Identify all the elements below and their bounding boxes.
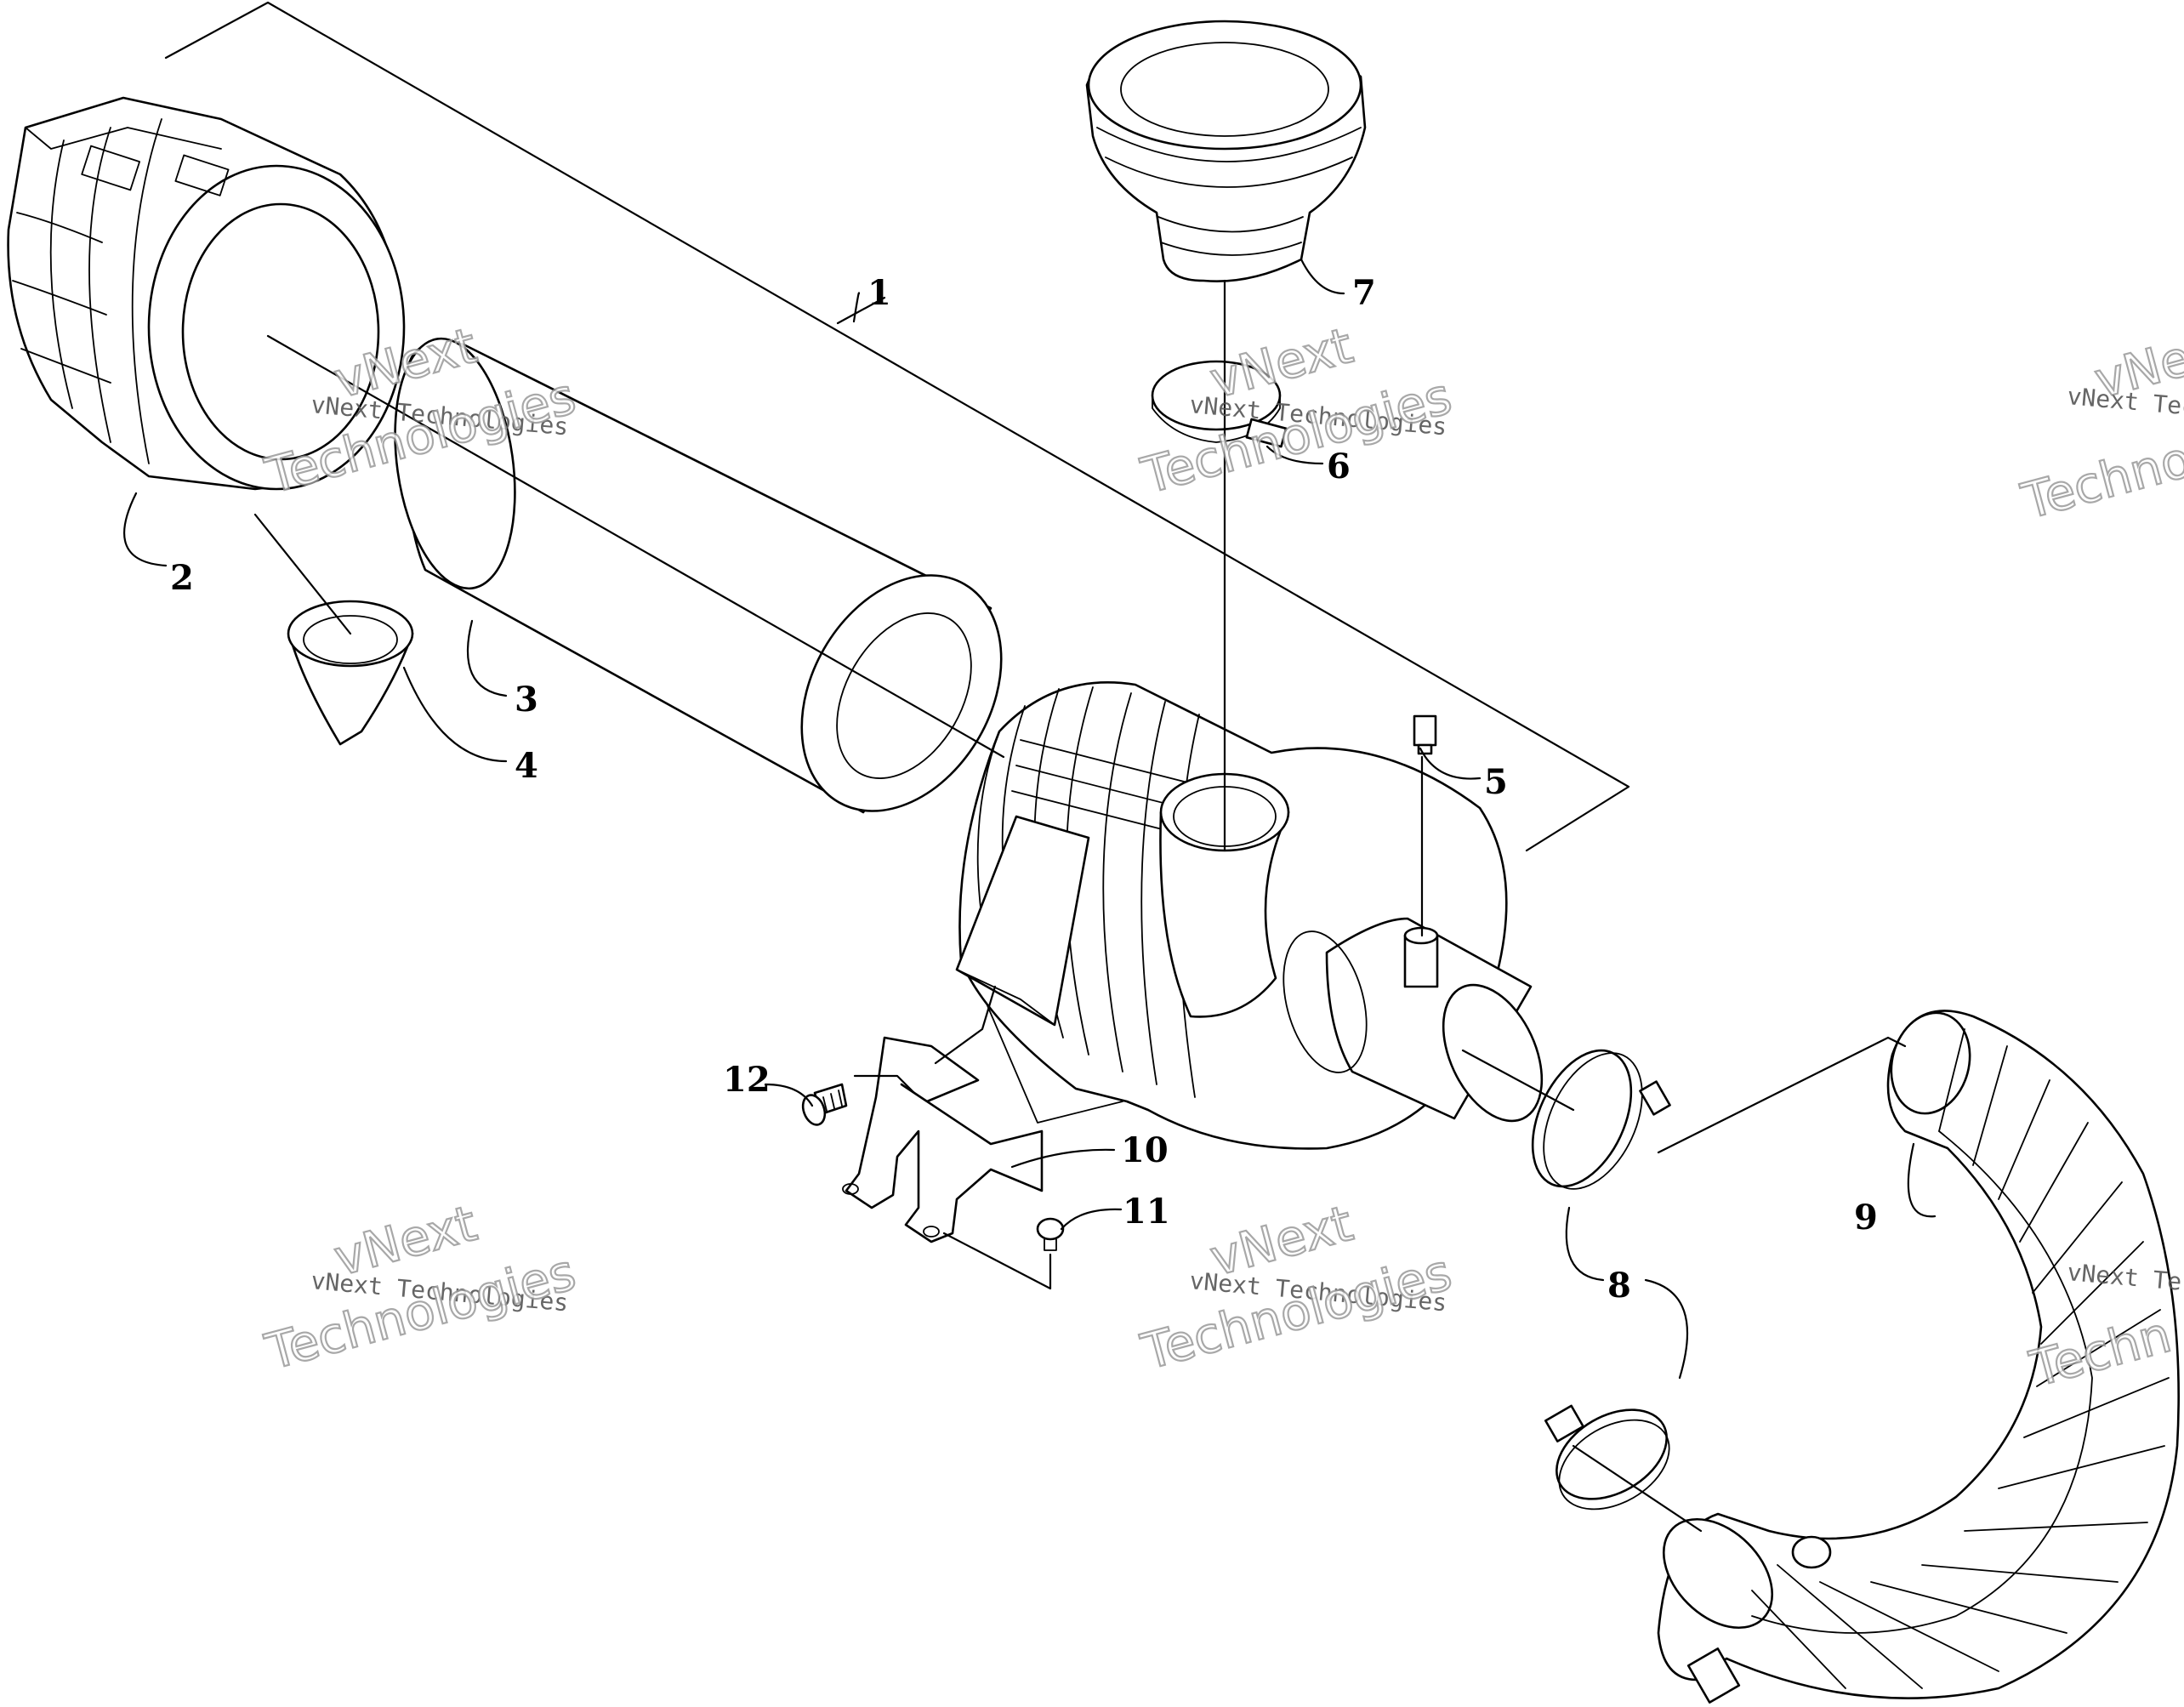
intake-elbow-hose [1657, 1010, 2180, 1704]
filter-element [394, 337, 1003, 814]
callout-11: 11 [1123, 1192, 1170, 1232]
callout-6: 6 [1327, 447, 1351, 486]
callout-3: 3 [515, 680, 538, 720]
callout-10: 10 [1121, 1130, 1169, 1170]
callout-4: 4 [515, 746, 538, 786]
air-cleaner-housing [955, 681, 1544, 1150]
callout-labels: 1 2 3 4 5 6 7 8 9 10 11 12 [170, 273, 1878, 1306]
dust-valve [287, 600, 414, 746]
callout-8: 8 [1607, 1266, 1631, 1306]
bolt-12 [801, 1083, 848, 1126]
callout-9: 9 [1854, 1198, 1878, 1238]
leader-lines [123, 258, 1937, 1533]
hose-clamp-8b [1544, 1404, 1670, 1511]
mounting-bracket [842, 1036, 1044, 1243]
hose-clamp-6 [1151, 360, 1288, 448]
watermark-bottom-center: vNext vNext Technologies Technologies [1135, 1193, 1459, 1382]
restriction-indicator [1413, 714, 1437, 755]
screw-11 [1036, 1217, 1065, 1251]
callout-12: 12 [723, 1060, 771, 1100]
watermark-technologies-partial: Techno [2016, 430, 2184, 531]
hose-clamp-8a [1531, 1049, 1671, 1190]
callout-7: 7 [1352, 273, 1376, 313]
rubber-inlet-hood [1085, 20, 1367, 282]
callout-1: 1 [867, 273, 891, 313]
callout-2: 2 [170, 558, 194, 598]
watermark-bottom-left: vNext vNext Technologies Technologies [259, 1193, 583, 1382]
air-filter-cover [7, 96, 406, 491]
watermark-top-right: vNe vNext Tec Techno [2015, 327, 2184, 531]
callout-5: 5 [1484, 762, 1508, 802]
assembly-bracket-line [164, 1, 1630, 852]
